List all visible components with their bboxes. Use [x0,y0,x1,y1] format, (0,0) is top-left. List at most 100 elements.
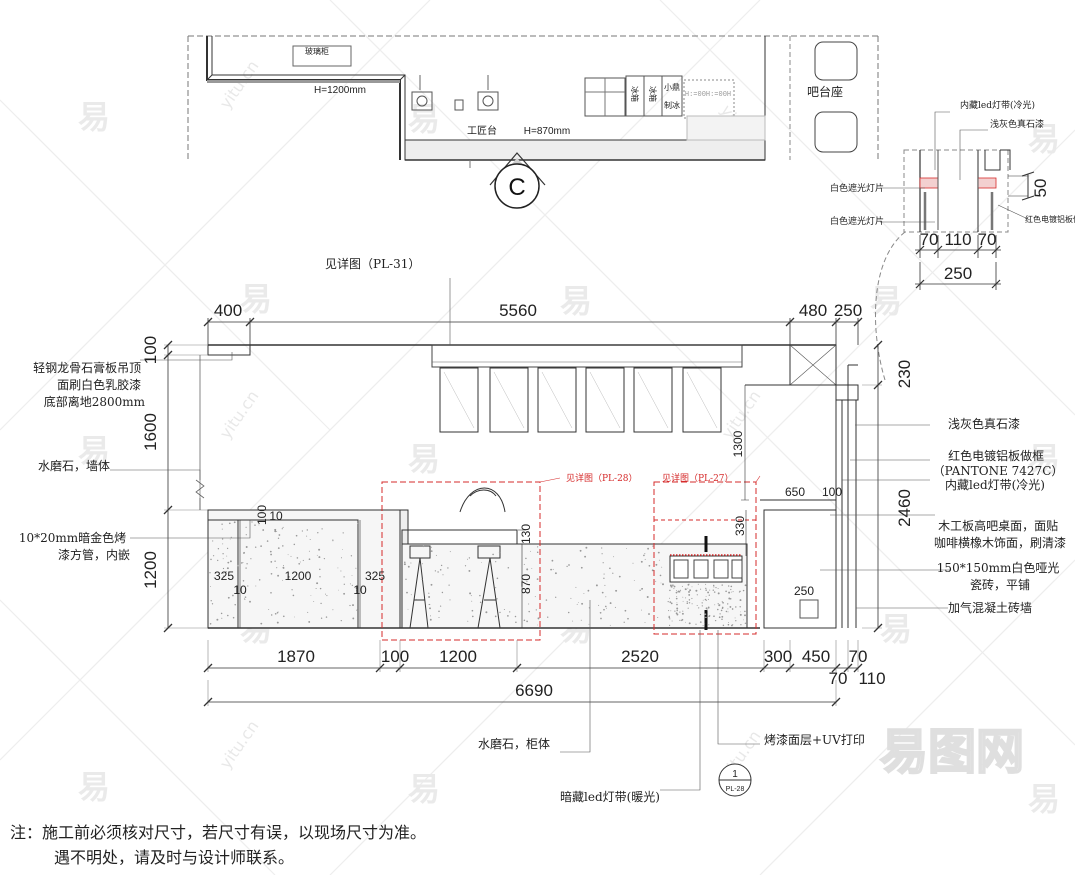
terrazzo-speck [712,589,714,591]
terrazzo-speck [633,579,635,581]
terrazzo-speck [721,615,724,618]
terrazzo-speck [623,621,625,623]
terrazzo-speck [405,578,407,581]
terrazzo-speck [410,562,412,564]
terrazzo-speck [528,603,530,605]
terrazzo-speck [605,596,607,598]
terrazzo-speck [704,598,707,601]
terrazzo-speck [530,550,531,552]
terrazzo-speck [309,538,311,541]
label-bar-top: 木工板高吧桌面，面贴 咖啡横橡木饰面，刷清漆 [934,518,1066,550]
label-led: 内藏led灯带(冷光) [945,478,1045,492]
terrazzo-speck [731,624,733,627]
terrazzo-speck [287,575,290,578]
terrazzo-speck [317,532,319,534]
terrazzo-speck [496,577,499,580]
terrazzo-speck [492,553,494,556]
terrazzo-speck [291,589,293,591]
terrazzo-speck [727,611,729,613]
terrazzo-speck [415,598,417,600]
terrazzo-speck [580,566,583,569]
terrazzo-speck [496,597,498,600]
terrazzo-speck [685,621,686,623]
terrazzo-speck [688,599,691,601]
dim-bottom-1200: 1200 [439,647,477,666]
terrazzo-speck [276,621,279,624]
terrazzo-speck [495,561,497,563]
terrazzo-speck [281,528,283,530]
plan-cab-label: 小鼎 [664,83,680,92]
terrazzo-speck [701,602,703,604]
note-line: 遇不明处，请及时与设计师联系。 [54,848,294,867]
terrazzo-speck [299,561,301,563]
terrazzo-speck [407,608,409,610]
terrazzo-speck [744,584,747,587]
terrazzo-speck [435,554,437,556]
terrazzo-speck [229,538,231,540]
watermark-glyph: 易 [78,98,110,136]
terrazzo-speck [277,537,280,539]
terrazzo-speck [675,591,678,594]
terrazzo-speck [744,622,747,625]
terrazzo-speck [292,594,295,597]
section-marker: C [489,152,546,209]
plan-label-top: 玻璃柜 [305,46,329,56]
terrazzo-speck [672,584,674,587]
terrazzo-speck [705,587,707,590]
terrazzo-speck [689,589,692,592]
detail-dim-70: 70 [920,230,939,249]
detail-white-diffuser: 白色遮光灯片 [830,182,884,194]
dim-bottom-1870: 1870 [277,647,315,666]
terrazzo-speck [422,563,424,565]
detail-dim-110: 110 [944,230,971,249]
terrazzo-speck [441,591,444,594]
terrazzo-speck [270,592,272,594]
terrazzo-speck [702,599,704,601]
label-tube-line: 10*20mm暗金色烤 [19,530,126,545]
dim-left-1600: 1600 [141,413,160,451]
terrazzo-speck [676,596,678,598]
terrazzo-speck [722,601,724,604]
terrazzo-speck [469,592,472,595]
terrazzo-speck [507,615,509,617]
terrazzo-speck [282,526,284,528]
terrazzo-speck [277,547,280,549]
terrazzo-speck [604,605,607,608]
terrazzo-speck [687,587,689,589]
terrazzo-speck [580,619,582,621]
label-stone: 浅灰色真石漆 [948,417,1020,431]
terrazzo-speck [495,587,497,589]
dim-inner-100: 100 [822,485,842,499]
terrazzo-speck [632,562,634,564]
terrazzo-speck [282,567,285,569]
terrazzo-speck [437,571,439,573]
terrazzo-speck [713,615,715,617]
terrazzo-speck [210,558,212,561]
dim-inner-650: 650 [785,485,805,499]
terrazzo-speck [668,610,670,612]
terrazzo-speck [315,587,317,590]
terrazzo-speck [740,624,742,626]
terrazzo-speck [739,606,741,608]
terrazzo-speck [707,606,710,609]
terrazzo-speck [675,597,678,600]
dim-bottom-300: 300 [764,647,792,666]
terrazzo-speck [679,619,681,622]
terrazzo-speck [442,574,444,576]
terrazzo-speck [355,567,357,569]
plan-bar-seat: 吧台座 [807,84,843,99]
terrazzo-speck [717,608,719,611]
terrazzo-speck [467,558,468,560]
terrazzo-speck [555,596,557,598]
terrazzo-speck [704,616,707,619]
terrazzo-speck [212,555,215,557]
terrazzo-speck [209,623,212,625]
terrazzo-speck [471,600,473,602]
terrazzo-speck [351,584,353,587]
terrazzo-speck [730,588,732,591]
terrazzo-speck [306,529,308,531]
terrazzo-speck [676,602,678,604]
terrazzo-speck [707,618,709,620]
terrazzo-speck [438,616,440,619]
terrazzo-speck [661,566,663,568]
